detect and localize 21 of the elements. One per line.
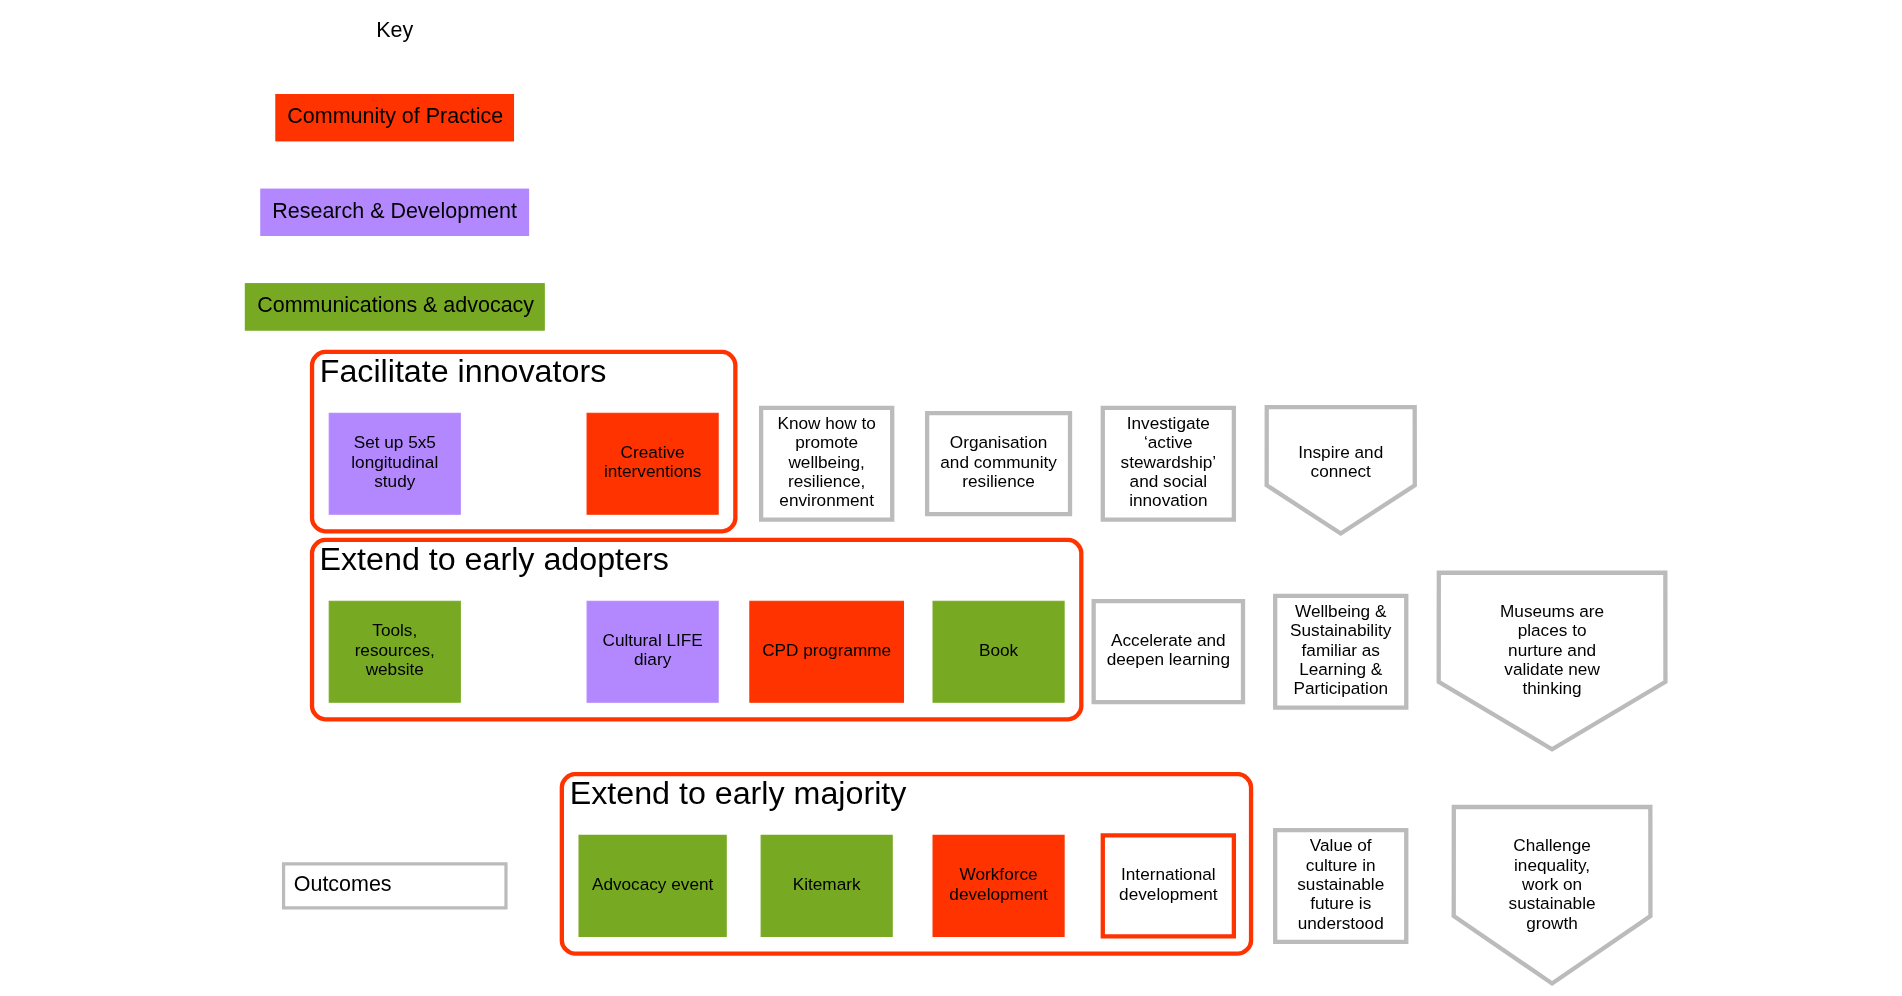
node-box: Set up 5x5 longitudinal study xyxy=(328,412,461,515)
node-box: Cultural LIFE diary xyxy=(586,600,719,703)
legend-label: Outcomes xyxy=(293,872,392,897)
legend-label: Community of Practice xyxy=(287,104,504,129)
node-box: CPD programme xyxy=(749,600,905,703)
node-box: Creative interventions xyxy=(586,412,719,515)
node-box: Kitemark xyxy=(760,834,893,937)
node-box: Investigate ‘active stewardship’ and social innovation xyxy=(1100,405,1236,522)
label: Key xyxy=(376,18,414,43)
node-box: Tools, resources, website xyxy=(328,600,461,703)
node-box: Know how to promote wellbeing, resilience, environment xyxy=(759,405,895,522)
node-box: Wellbeing & Sustainability familiar as Learning & Participation xyxy=(1273,593,1409,710)
node-box: Organisation and community resilience xyxy=(925,411,1073,517)
legend-label: Research & Development xyxy=(272,198,517,223)
node-box: International development xyxy=(1100,833,1236,939)
legend-label: Communications & advocacy xyxy=(257,293,535,318)
node-box: Advocacy event xyxy=(578,834,727,937)
node-box: Book xyxy=(932,600,1065,703)
node-box: Value of culture in sustainable future is understood xyxy=(1273,827,1409,944)
node-box: Accelerate and deepen learning xyxy=(1091,599,1246,705)
node-box: Workforce development xyxy=(932,834,1065,937)
